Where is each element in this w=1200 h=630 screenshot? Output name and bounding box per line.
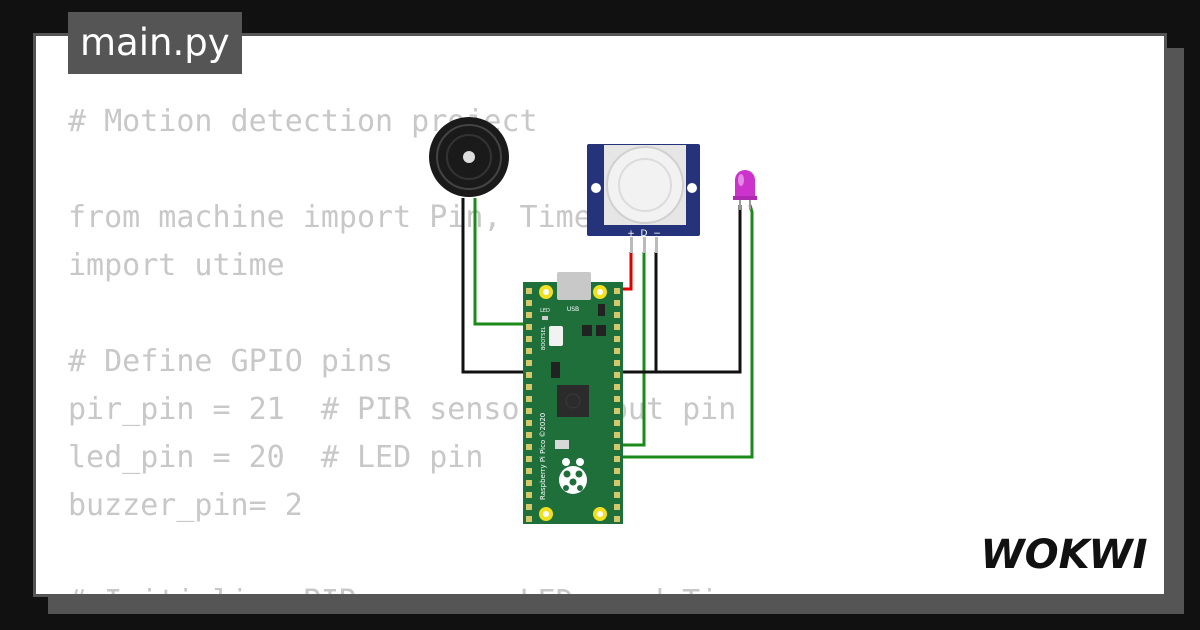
header-pin[interactable] bbox=[614, 348, 620, 354]
buzzer-icon[interactable] bbox=[429, 117, 509, 197]
header-pin[interactable] bbox=[526, 360, 532, 366]
header-pin[interactable] bbox=[614, 468, 620, 474]
header-pin[interactable] bbox=[526, 396, 532, 402]
header-pin[interactable] bbox=[526, 384, 532, 390]
wokwi-logo-icon: WOKWI bbox=[980, 532, 1147, 578]
usb-label: USB bbox=[567, 306, 579, 313]
header-pin[interactable] bbox=[526, 324, 532, 330]
header-pin[interactable] bbox=[526, 444, 532, 450]
header-pin[interactable] bbox=[526, 300, 532, 306]
header-pin[interactable] bbox=[526, 408, 532, 414]
header-pin[interactable] bbox=[614, 396, 620, 402]
header-pin[interactable] bbox=[614, 312, 620, 318]
header-pin[interactable] bbox=[614, 480, 620, 486]
file-tab-main-py[interactable]: main.py bbox=[68, 12, 242, 74]
code-line: # Define GPIO pins bbox=[68, 344, 394, 379]
header-pin[interactable] bbox=[614, 372, 620, 378]
pir-sensor-icon[interactable]: + D − bbox=[587, 144, 700, 253]
code-line: import utime bbox=[68, 248, 285, 283]
header-pin[interactable] bbox=[526, 288, 532, 294]
header-pin[interactable] bbox=[614, 384, 620, 390]
wokwi-logo-text: WOKWI bbox=[980, 532, 1147, 578]
header-pin[interactable] bbox=[526, 468, 532, 474]
header-pin[interactable] bbox=[614, 516, 620, 522]
wire-led-gnd[interactable] bbox=[612, 205, 742, 374]
header-pin[interactable] bbox=[526, 348, 532, 354]
bootsel-label: BOOTSEL bbox=[541, 326, 547, 350]
header-pin[interactable] bbox=[526, 432, 532, 438]
header-pin[interactable] bbox=[614, 420, 620, 426]
header-pins-left bbox=[526, 288, 532, 522]
code-line: from machine import Pin, Timer, PWM bbox=[68, 200, 701, 235]
usb-port[interactable] bbox=[557, 272, 591, 300]
raspberry-pi-pico-board[interactable]: USB LED BOOTSEL Raspberry Pi Pico ©2020 bbox=[523, 272, 623, 524]
code-line: led_pin = 20 # LED pin bbox=[68, 440, 484, 475]
header-pin[interactable] bbox=[526, 372, 532, 378]
header-pin[interactable] bbox=[614, 492, 620, 498]
header-pin[interactable] bbox=[526, 420, 532, 426]
header-pin[interactable] bbox=[526, 312, 532, 318]
header-pin[interactable] bbox=[526, 492, 532, 498]
header-pin[interactable] bbox=[614, 504, 620, 510]
pir-pin-label: − bbox=[653, 229, 661, 239]
header-pin[interactable] bbox=[614, 336, 620, 342]
header-pin[interactable] bbox=[526, 504, 532, 510]
header-pin[interactable] bbox=[526, 516, 532, 522]
code-line: # Initialize PIR sensor, LED, and Timer bbox=[68, 578, 772, 594]
rp2040-chip bbox=[557, 385, 589, 417]
header-pin[interactable] bbox=[614, 432, 620, 438]
wire-buzzer-gnd[interactable] bbox=[461, 198, 530, 374]
bootsel-button[interactable] bbox=[549, 326, 563, 346]
pir-pin-label: D bbox=[641, 229, 648, 239]
header-pin[interactable] bbox=[614, 300, 620, 306]
header-pin[interactable] bbox=[614, 456, 620, 462]
header-pin[interactable] bbox=[526, 480, 532, 486]
led-label: LED bbox=[540, 308, 550, 314]
header-pin[interactable] bbox=[526, 336, 532, 342]
raspberry-pi-logo-icon bbox=[559, 458, 587, 494]
header-pin[interactable] bbox=[614, 444, 620, 450]
pir-pin-label: + bbox=[627, 229, 635, 239]
header-pin[interactable] bbox=[614, 408, 620, 414]
header-pin[interactable] bbox=[526, 456, 532, 462]
header-pin[interactable] bbox=[614, 288, 620, 294]
header-pin[interactable] bbox=[614, 324, 620, 330]
wire-buzzer-signal[interactable] bbox=[473, 198, 530, 326]
led-icon[interactable] bbox=[733, 170, 757, 210]
header-pin[interactable] bbox=[614, 360, 620, 366]
board-name-label: Raspberry Pi Pico ©2020 bbox=[539, 413, 547, 500]
code-line: buzzer_pin= 2 bbox=[68, 488, 303, 523]
header-pins-right bbox=[614, 288, 620, 522]
